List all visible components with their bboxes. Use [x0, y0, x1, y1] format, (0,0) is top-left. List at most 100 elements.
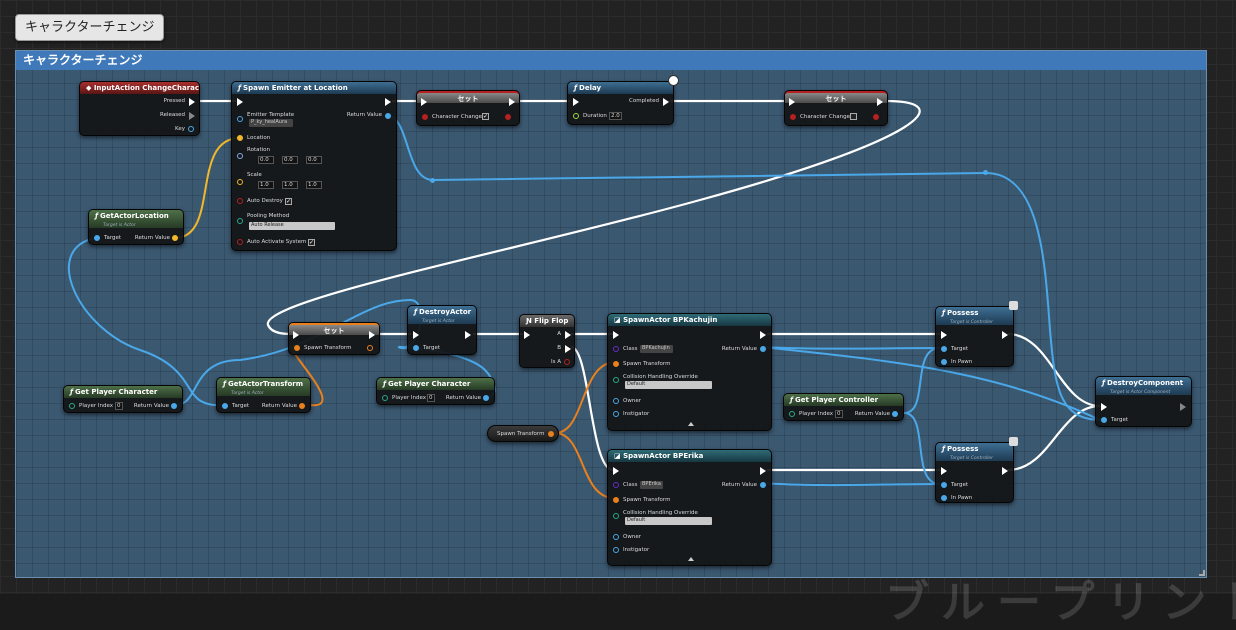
scale-z-input[interactable]: 1.0 [306, 181, 322, 189]
pressed-exec-pin[interactable] [189, 98, 195, 106]
character-change-out-pin[interactable] [873, 114, 879, 120]
character-change-checkbox[interactable] [850, 113, 857, 120]
exec-in-pin[interactable] [524, 331, 530, 339]
a-exec-pin[interactable] [565, 331, 571, 339]
collision-pin[interactable] [613, 513, 619, 519]
in-pawn-pin[interactable] [941, 359, 947, 365]
character-change-pin[interactable] [790, 114, 796, 120]
auto-activate-checkbox[interactable]: ✓ [308, 239, 315, 246]
player-index-pin[interactable] [789, 411, 795, 417]
rotation-z-input[interactable]: 0.0 [306, 156, 322, 164]
emitter-template-pin[interactable] [237, 116, 243, 122]
exec-out-pin[interactable] [509, 98, 515, 106]
set-character-change-node-1[interactable]: セット Character Change ✓ [416, 90, 520, 126]
spawn-transform-pin[interactable] [613, 497, 619, 503]
player-index-pin[interactable] [69, 403, 75, 409]
node-header[interactable]: セット [417, 91, 519, 103]
collision-select[interactable]: Default [625, 517, 712, 525]
return-value-pin[interactable] [483, 395, 489, 401]
exec-out-pin[interactable] [369, 331, 375, 339]
class-select[interactable]: BPErika [640, 481, 663, 489]
exec-in-pin[interactable] [237, 98, 243, 106]
input-action-node[interactable]: ◆ InputAction ChangeCharacter Pressed Re… [79, 81, 200, 136]
scale-x-input[interactable]: 1.0 [258, 181, 274, 189]
spawn-transform-variable-node[interactable]: Spawn Transform [487, 425, 559, 442]
spawn-actor-kachujin-node[interactable]: ◪ SpawnActor BPKachujin Class BPKachujin… [607, 313, 772, 431]
auto-destroy-pin[interactable] [237, 198, 243, 204]
duration-pin[interactable] [573, 113, 579, 119]
exec-out-pin[interactable] [760, 331, 766, 339]
target-pin[interactable] [941, 346, 947, 352]
b-exec-pin[interactable] [565, 345, 571, 353]
location-pin[interactable] [237, 135, 243, 141]
exec-out-pin[interactable] [1180, 403, 1186, 411]
auto-activate-pin[interactable] [237, 239, 243, 245]
exec-in-pin[interactable] [421, 98, 427, 106]
target-pin[interactable] [222, 403, 228, 409]
node-header[interactable]: ◪ SpawnActor BPErika [608, 450, 771, 462]
collision-select[interactable]: Default [625, 381, 712, 389]
exec-in-pin[interactable] [293, 331, 299, 339]
character-change-pin[interactable] [422, 114, 428, 120]
exec-out-pin[interactable] [1002, 467, 1008, 475]
player-index-input[interactable]: 0 [835, 410, 843, 418]
exec-out-pin[interactable] [1002, 331, 1008, 339]
return-value-pin[interactable] [760, 482, 766, 488]
node-header[interactable]: セット [785, 91, 887, 103]
comment-bubble[interactable]: キャラクターチェンジ [15, 14, 165, 41]
class-select[interactable]: BPKachujin [640, 345, 673, 353]
collapse-arrow-icon[interactable] [688, 422, 694, 426]
exec-out-pin[interactable] [877, 98, 883, 106]
character-change-checkbox[interactable]: ✓ [482, 113, 489, 120]
exec-in-pin[interactable] [941, 467, 947, 475]
owner-pin[interactable] [613, 534, 619, 540]
target-pin[interactable] [94, 235, 100, 241]
key-pin[interactable] [188, 126, 194, 132]
emitter-template-select[interactable]: P_ky_healAura [249, 119, 293, 127]
spawn-transform-pin[interactable] [613, 361, 619, 367]
node-header[interactable]: Ɲ Flip Flop [520, 315, 574, 327]
target-pin[interactable] [413, 345, 419, 351]
exec-out-pin[interactable] [385, 98, 391, 106]
node-header[interactable]: ◆ InputAction ChangeCharacter [80, 82, 199, 94]
return-value-pin[interactable] [171, 403, 177, 409]
released-exec-pin[interactable] [189, 112, 195, 120]
return-value-pin[interactable] [385, 113, 391, 119]
scale-y-input[interactable]: 1.0 [282, 181, 298, 189]
player-index-pin[interactable] [382, 395, 388, 401]
character-change-out-pin[interactable] [505, 114, 511, 120]
return-value-pin[interactable] [172, 235, 178, 241]
scale-pin[interactable] [237, 179, 243, 185]
in-pawn-pin[interactable] [941, 495, 947, 501]
class-pin[interactable] [613, 482, 619, 488]
spawn-actor-erika-node[interactable]: ◪ SpawnActor BPErika Class BPErika Retur… [607, 449, 772, 566]
reroute-node[interactable] [983, 170, 988, 175]
set-character-change-node-2[interactable]: セット Character Change [784, 90, 888, 126]
pooling-method-select[interactable]: Auto Release [249, 222, 335, 230]
spawn-transform-out-pin[interactable] [367, 345, 373, 351]
exec-in-pin[interactable] [573, 98, 579, 106]
return-value-pin[interactable] [760, 346, 766, 352]
exec-in-pin[interactable] [613, 467, 619, 475]
rotation-pin[interactable] [237, 153, 243, 159]
completed-exec-pin[interactable] [663, 98, 669, 106]
resize-grip-icon[interactable] [1199, 570, 1205, 576]
is-a-pin[interactable] [564, 359, 570, 365]
owner-pin[interactable] [613, 398, 619, 404]
exec-in-pin[interactable] [941, 331, 947, 339]
exec-in-pin[interactable] [613, 331, 619, 339]
target-pin[interactable] [941, 482, 947, 488]
node-header[interactable]: ◪ SpawnActor BPKachujin [608, 314, 771, 326]
instigator-pin[interactable] [613, 547, 619, 553]
